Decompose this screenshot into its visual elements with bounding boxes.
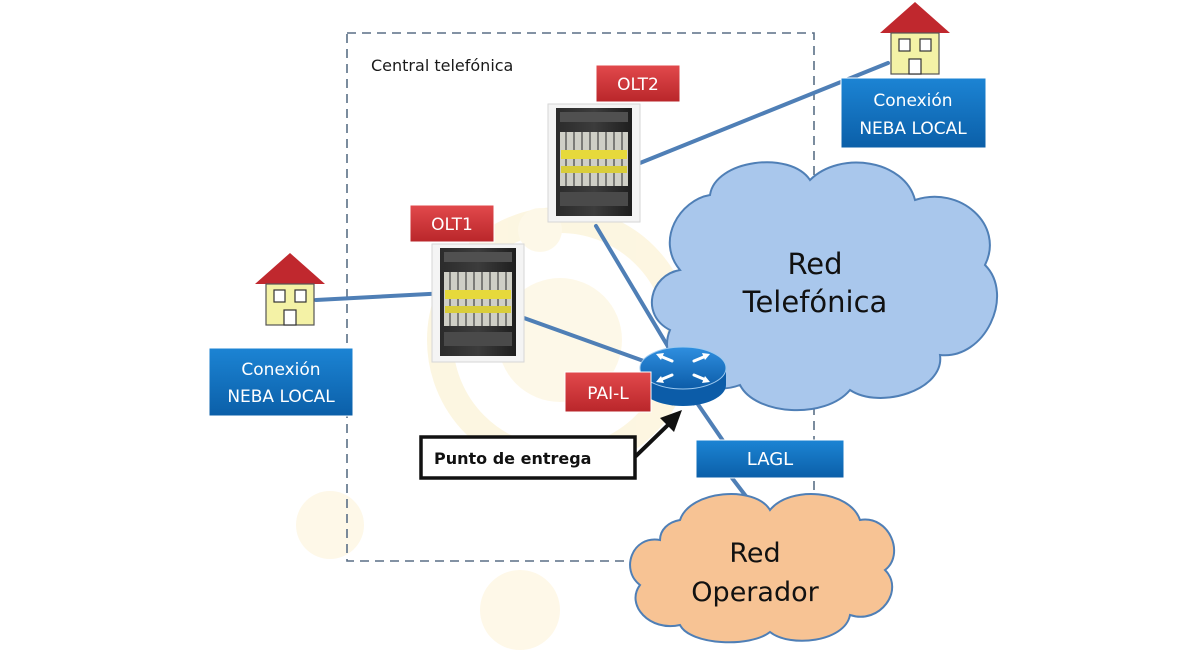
cloud-telefonica-line2: Telefónica (742, 285, 888, 319)
olt1-label: OLT1 (409, 204, 495, 243)
cloud-operador-line1: Red (729, 538, 780, 569)
pai-l-label: PAI-L (564, 371, 652, 413)
house-right-icon (880, 2, 950, 75)
delivery-point-text: Punto de entrega (434, 449, 591, 468)
router-icon (639, 346, 727, 406)
lagl-box: LAGL (695, 439, 845, 479)
connection-box-left: Conexión NEBA LOCAL (208, 347, 354, 417)
lagl-label-text: LAGL (747, 449, 793, 470)
central-title: Central telefónica (371, 56, 513, 75)
link-olt2-router (594, 224, 678, 362)
pai-l-label-text: PAI-L (587, 384, 629, 404)
olt1-label-text: OLT1 (431, 215, 473, 235)
olt2-chassis (547, 103, 641, 223)
delivery-point-callout: Punto de entrega (419, 410, 682, 480)
connection-left-line1: Conexión (241, 360, 320, 380)
olt2-label: OLT2 (595, 64, 681, 103)
connection-right-line1: Conexión (873, 91, 952, 111)
olt2-label-text: OLT2 (617, 75, 659, 95)
cloud-red-operador: Red Operador (629, 493, 896, 644)
connection-box-right: Conexión NEBA LOCAL (840, 77, 987, 149)
link-olt1-router (522, 316, 654, 366)
link-house-left-olt1 (314, 291, 450, 302)
cloud-telefonica-line1: Red (787, 247, 842, 281)
arrowhead-icon (660, 410, 682, 432)
house-left-icon (255, 253, 325, 326)
connection-right-line2: NEBA LOCAL (859, 119, 967, 139)
cloud-operador-line2: Operador (691, 577, 819, 608)
connection-left-line2: NEBA LOCAL (227, 387, 335, 407)
olt1-chassis (431, 243, 525, 363)
cloud-red-telefonica: Red Telefónica (651, 161, 998, 411)
